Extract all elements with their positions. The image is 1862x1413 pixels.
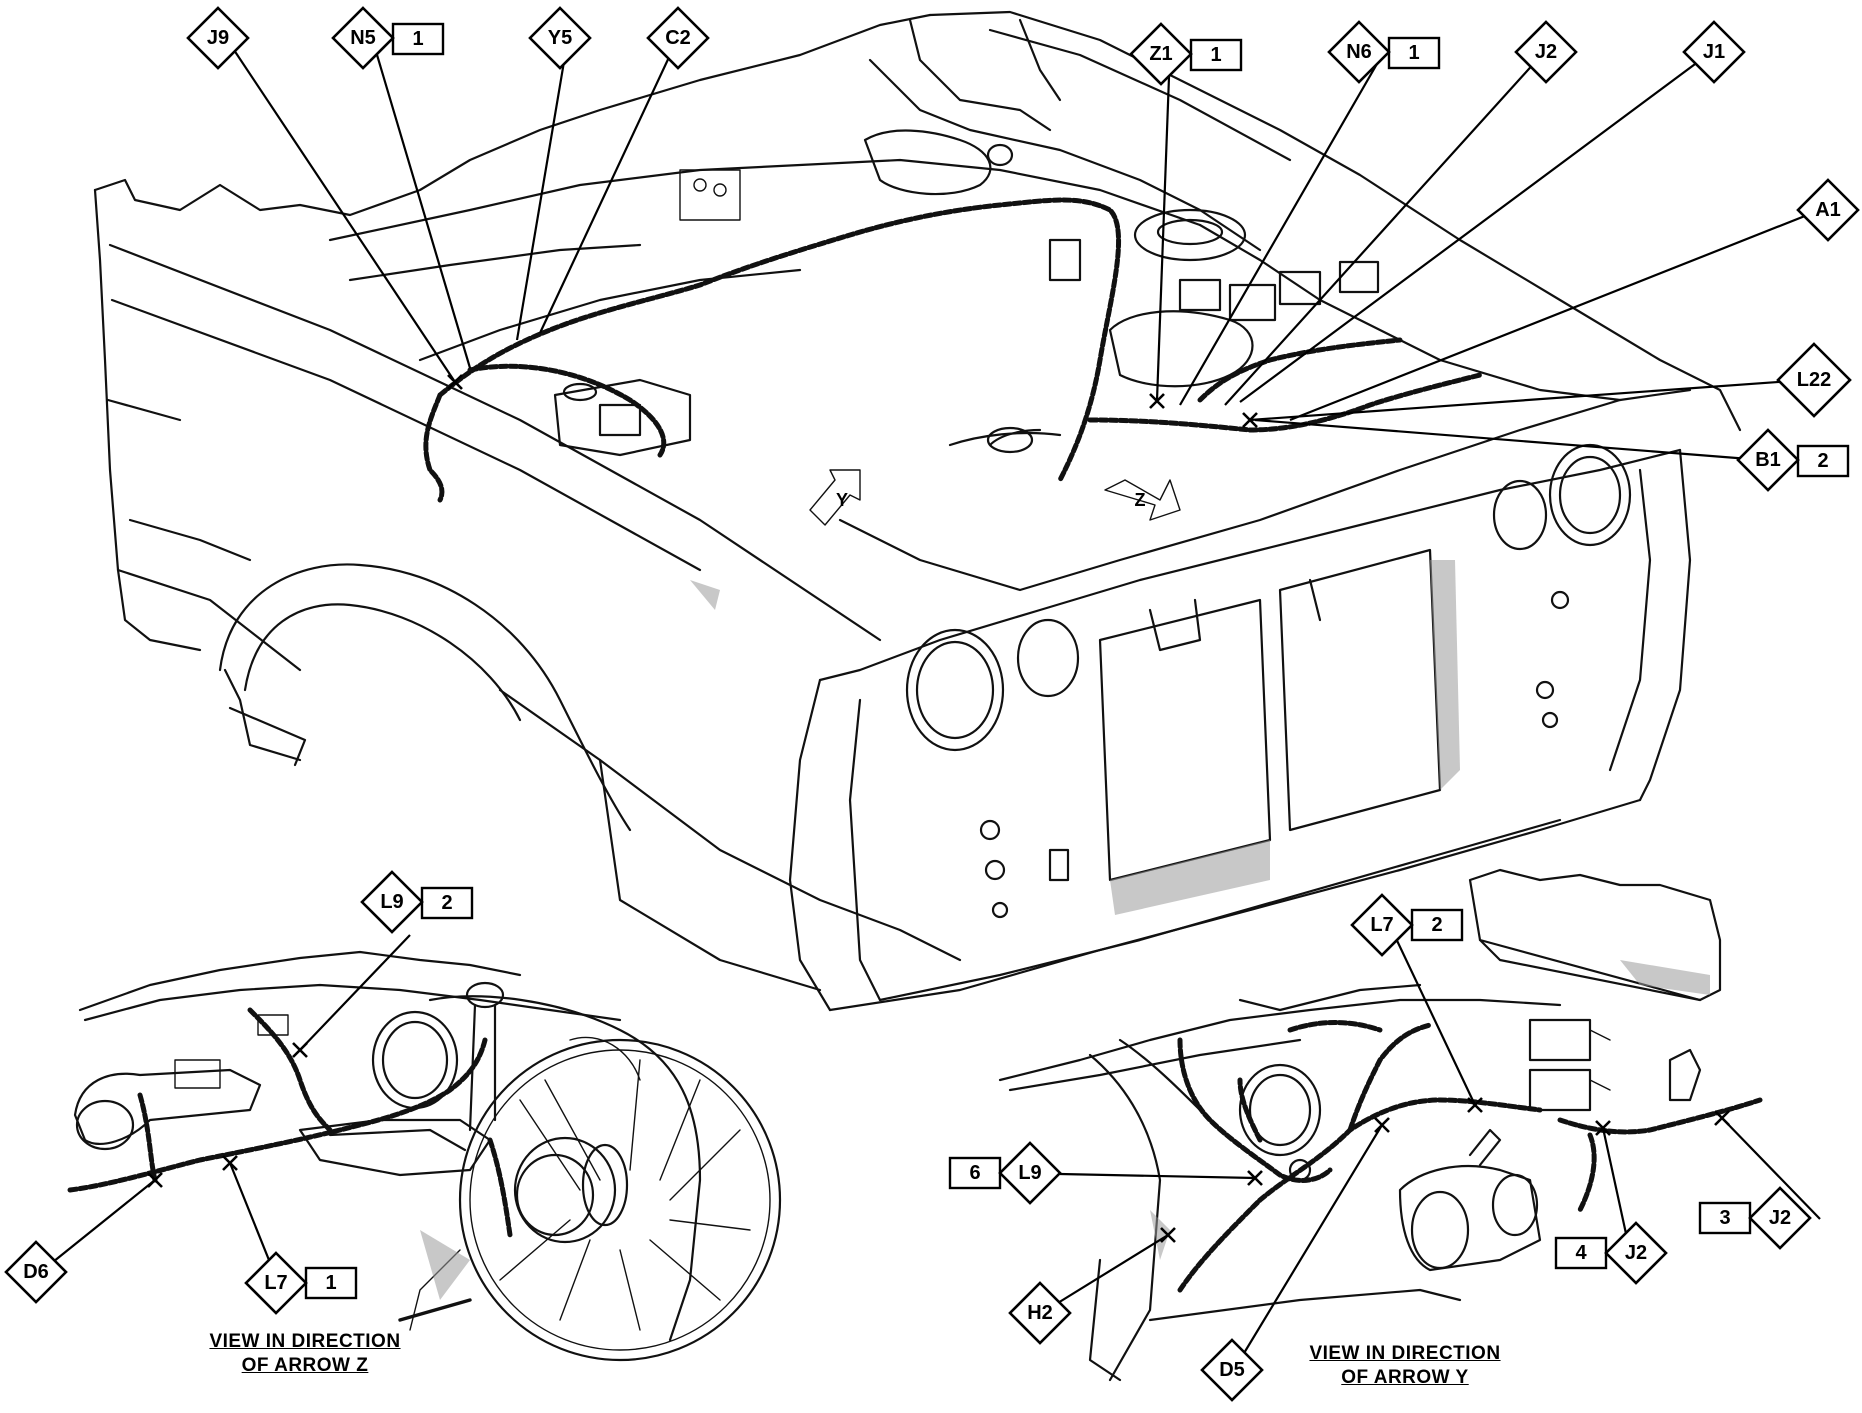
callout-l9-z-number: 2 (441, 892, 452, 914)
callout-n5: 1 N5 (331, 6, 445, 70)
callout-n6: 1 N6 (1327, 20, 1441, 84)
arrow-y-inset-drawing (998, 868, 1763, 1382)
view-arrow-z-label: Z (1135, 490, 1146, 510)
callout-b1-label: B1 (1755, 449, 1781, 471)
callout-a1: A1 (1796, 178, 1860, 242)
harness-x-marks (147, 374, 1730, 1243)
callout-j2-y3-number: 3 (1719, 1207, 1730, 1229)
leader-lines (42, 37, 1821, 1369)
callout-j9-label: J9 (207, 27, 229, 49)
callout-z1-number: 1 (1210, 44, 1221, 66)
callout-l7-y: 2 L7 (1350, 893, 1464, 957)
callout-j2-y4-number: 4 (1575, 1242, 1587, 1264)
callout-l7-z-number: 1 (325, 1272, 336, 1294)
callout-j9: J9 (186, 6, 250, 70)
callout-j1-label: J1 (1703, 41, 1725, 63)
callout-l9-z: 2 L9 (360, 870, 474, 934)
caption-z-line1: VIEW IN DIRECTION (209, 1331, 401, 1352)
callout-l7-z-label: L7 (264, 1272, 287, 1294)
callout-j2-top: J2 (1514, 20, 1578, 84)
callout-a1-label: A1 (1815, 199, 1841, 221)
callout-d5: D5 (1200, 1338, 1264, 1402)
view-arrow-y-label: Y (836, 490, 848, 510)
callout-l9-z-label: L9 (380, 891, 403, 913)
callout-n6-label: N6 (1346, 41, 1372, 63)
callout-j2-y4-label: J2 (1625, 1242, 1647, 1264)
caption-y-line1: VIEW IN DIRECTION (1309, 1343, 1501, 1364)
caption-view-arrow-y: VIEW IN DIRECTION OF ARROW Y (1290, 1342, 1520, 1390)
callout-n6-number: 1 (1408, 42, 1419, 64)
arrow-z-inset-drawing (67, 950, 782, 1362)
callout-d6-label: D6 (23, 1261, 49, 1283)
callout-j2-y3: 3 J2 (1698, 1186, 1812, 1250)
caption-y-line2: OF ARROW Y (1341, 1367, 1469, 1388)
callout-n5-number: 1 (412, 28, 423, 50)
caption-view-arrow-z: VIEW IN DIRECTION OF ARROW Z (190, 1330, 420, 1378)
callout-n5-label: N5 (350, 27, 376, 49)
callout-y5: Y5 (528, 6, 592, 70)
callout-l22-label: L22 (1797, 369, 1831, 391)
callout-z1-label: Z1 (1149, 43, 1172, 65)
callout-b1: 2 B1 (1736, 428, 1850, 492)
callout-l7-z: 1 L7 (244, 1251, 358, 1315)
callout-l7-y-number: 2 (1431, 914, 1442, 936)
callout-j1: J1 (1682, 20, 1746, 84)
callout-l9-y: 6 L9 (948, 1141, 1062, 1205)
callout-c2-label: C2 (665, 27, 691, 49)
callout-l9-y-label: L9 (1018, 1162, 1041, 1184)
callout-z1: 1 Z1 (1129, 22, 1243, 86)
callout-j2-top-label: J2 (1535, 41, 1557, 63)
callout-l22: L22 (1776, 342, 1852, 418)
callout-y5-label: Y5 (548, 27, 572, 49)
callout-d6: D6 (4, 1240, 68, 1304)
callout-c2: C2 (646, 6, 710, 70)
callout-j2-y4: 4 J2 (1554, 1221, 1668, 1285)
callout-d5-label: D5 (1219, 1359, 1245, 1381)
callout-l9-y-number: 6 (969, 1162, 980, 1184)
callout-b1-number: 2 (1817, 450, 1828, 472)
engine-compartment-drawing (93, 10, 1742, 1012)
callout-l7-y-label: L7 (1370, 914, 1393, 936)
caption-z-line2: OF ARROW Z (241, 1355, 369, 1376)
callout-h2: H2 (1008, 1281, 1072, 1345)
callout-h2-label: H2 (1027, 1302, 1053, 1324)
callout-j2-y3-label: J2 (1769, 1207, 1791, 1229)
